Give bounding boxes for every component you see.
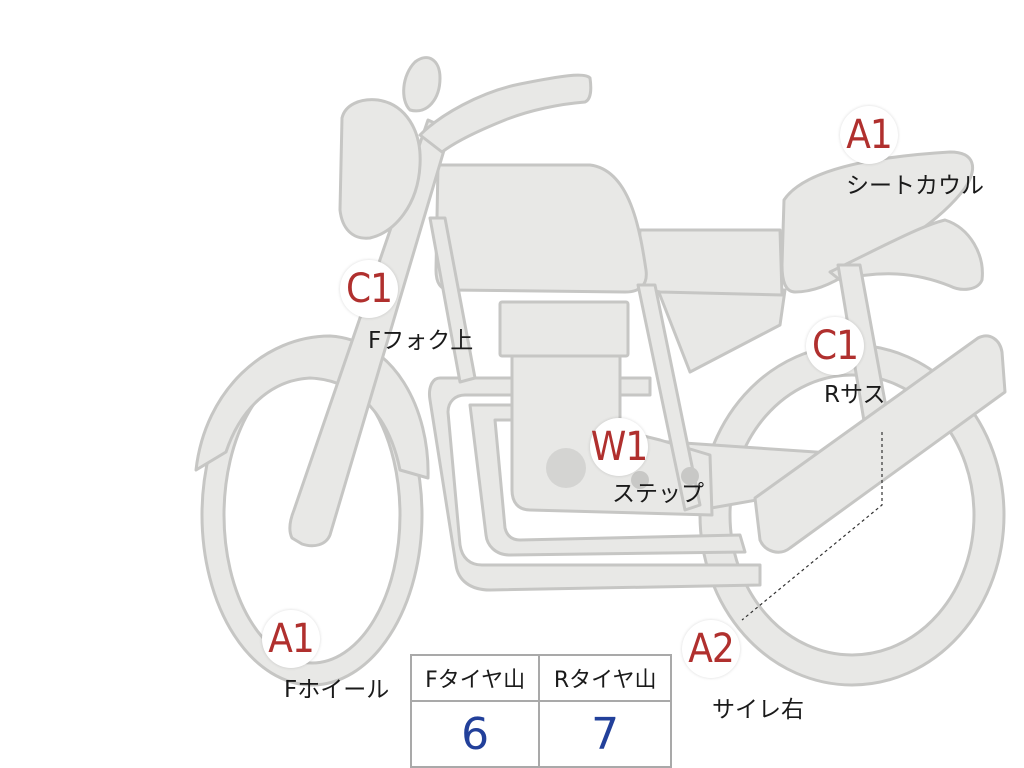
rear-wheel: [698, 343, 1006, 687]
leader-line: [741, 432, 883, 621]
marker-front-wheel: A1: [262, 610, 320, 668]
marker-code: C1: [811, 323, 859, 369]
marker-code: W1: [590, 424, 648, 470]
handlebar: [418, 73, 593, 154]
headlight: [338, 98, 422, 240]
marker-code: A1: [846, 112, 892, 158]
exhaust-pipe-inner: [468, 403, 747, 557]
exhaust-pipe: [428, 376, 762, 592]
footpeg-left: [631, 471, 649, 489]
marker-seat-cowl: A1: [840, 106, 898, 164]
marker-code: C1: [345, 266, 393, 312]
engine-case-circle: [546, 448, 586, 488]
marker-front-fork-top: C1: [340, 260, 398, 318]
marker-code: A1: [268, 616, 314, 662]
table-header-row: Fタイヤ山 Rタイヤ山: [409, 654, 672, 702]
label-front-wheel: Fホイール: [284, 677, 390, 703]
marker-step: W1: [590, 418, 648, 476]
muffler: [753, 334, 1007, 554]
table-row: 6 7: [409, 700, 672, 768]
footpeg-right: [681, 467, 699, 485]
frame-tube: [428, 216, 477, 384]
marker-rear-suspension: C1: [806, 317, 864, 375]
side-cover: [656, 288, 787, 374]
tire-tread-table: Fタイヤ山 Rタイヤ山 6 7: [409, 654, 672, 768]
marker-muffler-right: A2: [682, 620, 740, 678]
label-front-fork-top: Fフォク上: [368, 328, 474, 354]
label-seat-cowl: シートカウル: [846, 173, 984, 199]
label-step: ステップ: [612, 481, 704, 507]
fuel-tank: [434, 163, 648, 294]
header-rear-tire-tread: Rタイヤ山: [538, 654, 672, 702]
label-rear-suspension: Rサス: [824, 382, 886, 408]
header-front-tire-tread: Fタイヤ山: [409, 654, 541, 702]
front-fork: [288, 118, 452, 548]
seat: [636, 228, 784, 297]
value-rear-tire-tread: 7: [538, 700, 672, 768]
rear-fender: [828, 218, 984, 291]
cylinder-head: [498, 300, 630, 358]
mirror: [402, 56, 442, 113]
label-muffler-right: サイレ右: [712, 697, 804, 723]
value-front-tire-tread: 6: [409, 700, 541, 768]
marker-code: A2: [688, 626, 734, 672]
frame-rear-tube: [636, 283, 702, 512]
